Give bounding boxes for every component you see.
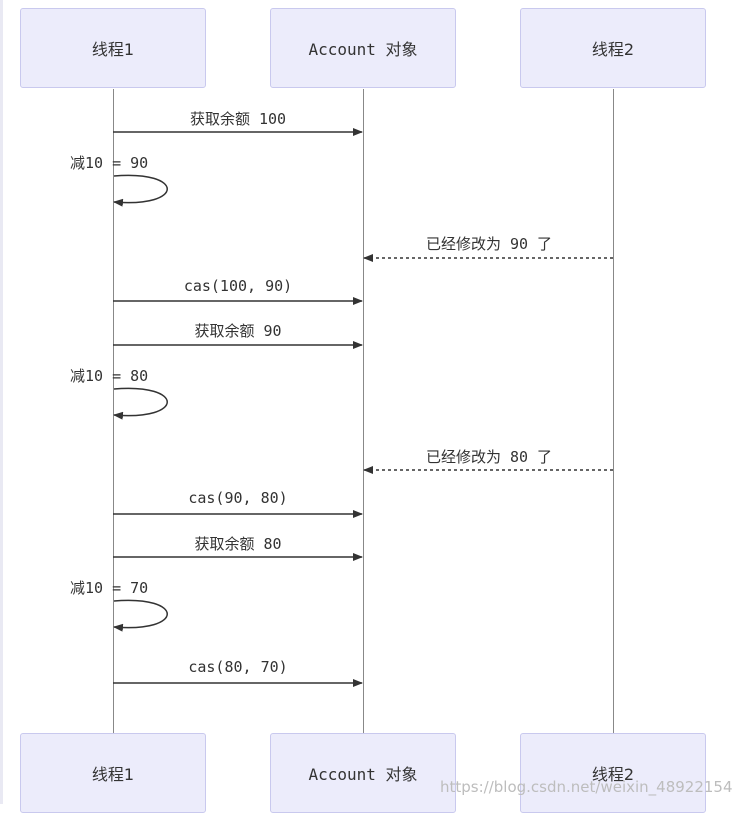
message-label-cas-90-80: cas(90, 80)	[188, 489, 288, 507]
message-label-modified-90: 已经修改为 90 了	[425, 235, 553, 253]
lifeline-account	[363, 89, 364, 733]
message-label-modified-80: 已经修改为 80 了	[425, 448, 553, 466]
lifeline-thread1	[113, 89, 114, 733]
participant-label: Account 对象	[308, 765, 418, 784]
lifeline-thread2	[613, 89, 614, 733]
participant-label: 线程1	[91, 765, 135, 784]
self-message-label-70: 减10 = 70	[70, 579, 149, 597]
message-label-get-balance-90: 获取余额 90	[194, 322, 282, 340]
participant-account-bottom: Account 对象	[270, 733, 456, 813]
participant-label: 线程2	[591, 40, 635, 59]
participant-label: 线程2	[591, 765, 635, 784]
participant-thread2-bottom: 线程2	[520, 733, 706, 813]
self-arrow-minus10-80	[113, 387, 168, 420]
participant-thread1-top: 线程1	[20, 8, 206, 88]
message-arrows	[113, 128, 613, 687]
message-label-cas-80-70: cas(80, 70)	[188, 658, 288, 676]
message-label-cas-100-90: cas(100, 90)	[183, 277, 293, 295]
message-label-get-balance-80: 获取余额 80	[194, 535, 282, 553]
self-message-label-90: 减10 = 90	[70, 154, 149, 172]
participant-thread2-top: 线程2	[520, 8, 706, 88]
message-label-get-balance-100: 获取余额 100	[189, 110, 287, 128]
self-message-label-80: 减10 = 80	[70, 367, 149, 385]
participant-account-top: Account 对象	[270, 8, 456, 88]
participant-label: Account 对象	[308, 40, 418, 59]
participant-thread1-bottom: 线程1	[20, 733, 206, 813]
self-arrow-minus10-70	[113, 599, 168, 632]
participant-label: 线程1	[91, 40, 135, 59]
self-arrow-minus10-90	[113, 174, 168, 207]
left-edge-strip	[0, 0, 3, 804]
watermark-url: https://blog.csdn.net/weixin_48922154	[440, 778, 733, 796]
